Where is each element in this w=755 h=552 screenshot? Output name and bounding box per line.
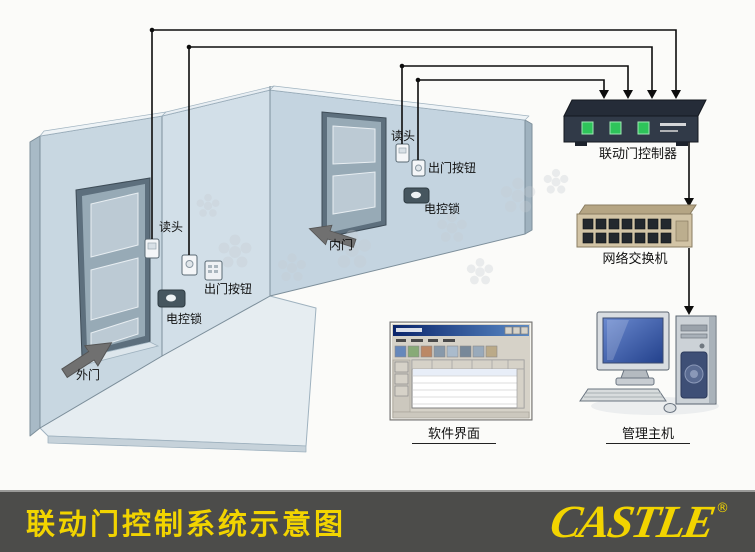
computer-monitor (596, 311, 670, 386)
wiring-junctions (149, 27, 694, 315)
wiring (151, 29, 690, 306)
outer-door-arrow (61, 342, 113, 379)
brand-logo: CASTLE ® (547, 496, 729, 547)
computer-keyboard (579, 388, 667, 402)
label-controller: 联动门控制器 (598, 147, 677, 162)
inner-reader-device (395, 143, 410, 163)
label-inner-exit-button: 出门按钮 (428, 161, 477, 175)
computer-mouse (663, 403, 677, 413)
system-diagram (29, 27, 719, 453)
interlock-controller-device (563, 99, 707, 146)
inner-door (321, 111, 387, 239)
outer-exit-button-device (181, 254, 223, 281)
registered-mark-icon: ® (716, 501, 729, 516)
computer-tower (675, 315, 717, 405)
outer-door (75, 177, 160, 365)
outer-lock-device (157, 289, 186, 308)
network-switch-device (576, 204, 697, 248)
inner-lock-device (403, 187, 430, 204)
footer-bar: 联动门控制系统示意图 CASTLE ® (0, 490, 755, 552)
inner-exit-button-device (411, 159, 426, 177)
label-software-interface: 软件界面 (412, 428, 496, 444)
label-inner-door: 内门 (329, 238, 354, 252)
software-window (389, 321, 533, 421)
outer-reader-device (144, 238, 160, 259)
label-inner-reader: 读头 (391, 129, 416, 143)
label-outer-reader: 读头 (159, 220, 184, 234)
label-inner-lock: 电控锁 (424, 202, 461, 216)
inner-door-arrow (308, 224, 357, 248)
label-network-switch: 网络交换机 (602, 252, 668, 267)
footer-title: 联动门控制系统示意图 (26, 507, 347, 541)
label-outer-exit-button: 出门按钮 (204, 282, 253, 296)
label-outer-lock: 电控锁 (166, 312, 203, 326)
label-outer-door: 外门 (76, 368, 101, 382)
brand-logo-text: CASTLE (546, 496, 718, 547)
label-management-host: 管理主机 (606, 428, 690, 444)
